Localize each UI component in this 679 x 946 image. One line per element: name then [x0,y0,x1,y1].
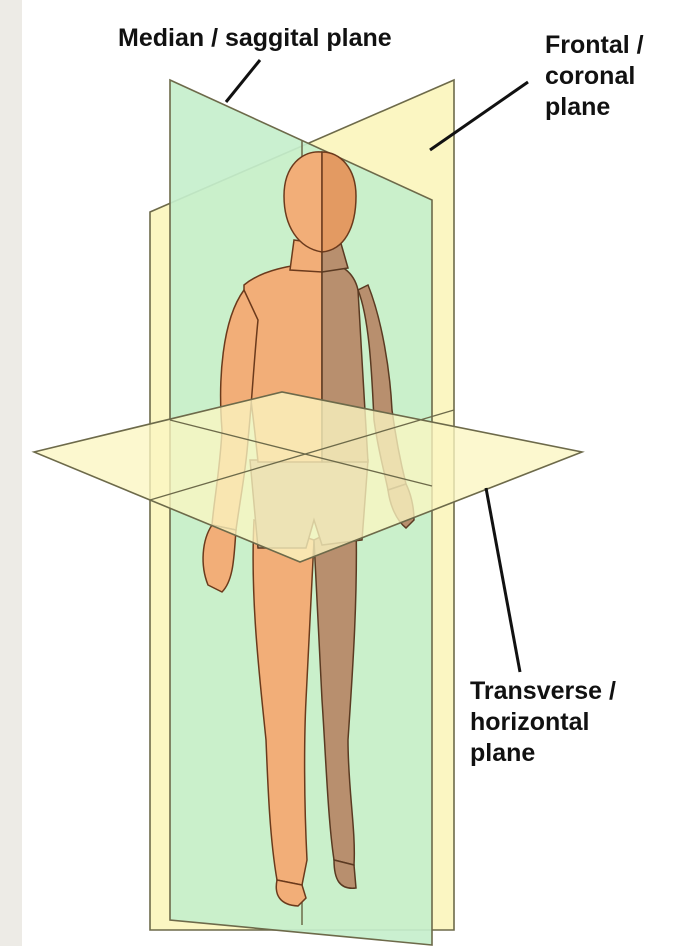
frontal-label-line-1: Frontal / [545,30,644,61]
frontal-coronal-plane-label: Frontal / coronal plane [545,30,644,123]
transverse-horizontal-plane-label: Transverse / horizontal plane [470,676,616,769]
diagram-canvas: Median / saggital plane Frontal / corona… [22,0,679,946]
median-leader-line [226,60,260,102]
frontal-label-line-3: plane [545,92,644,123]
transverse-leader-line [486,488,520,672]
transverse-plane [34,392,582,562]
frontal-label-line-2: coronal [545,61,644,92]
transverse-label-line-2: horizontal [470,707,616,738]
median-sagittal-plane-label: Median / saggital plane [118,23,392,54]
transverse-label-line-3: plane [470,738,616,769]
transverse-label-line-1: Transverse / [470,676,616,707]
body-planes-illustration [22,0,679,946]
